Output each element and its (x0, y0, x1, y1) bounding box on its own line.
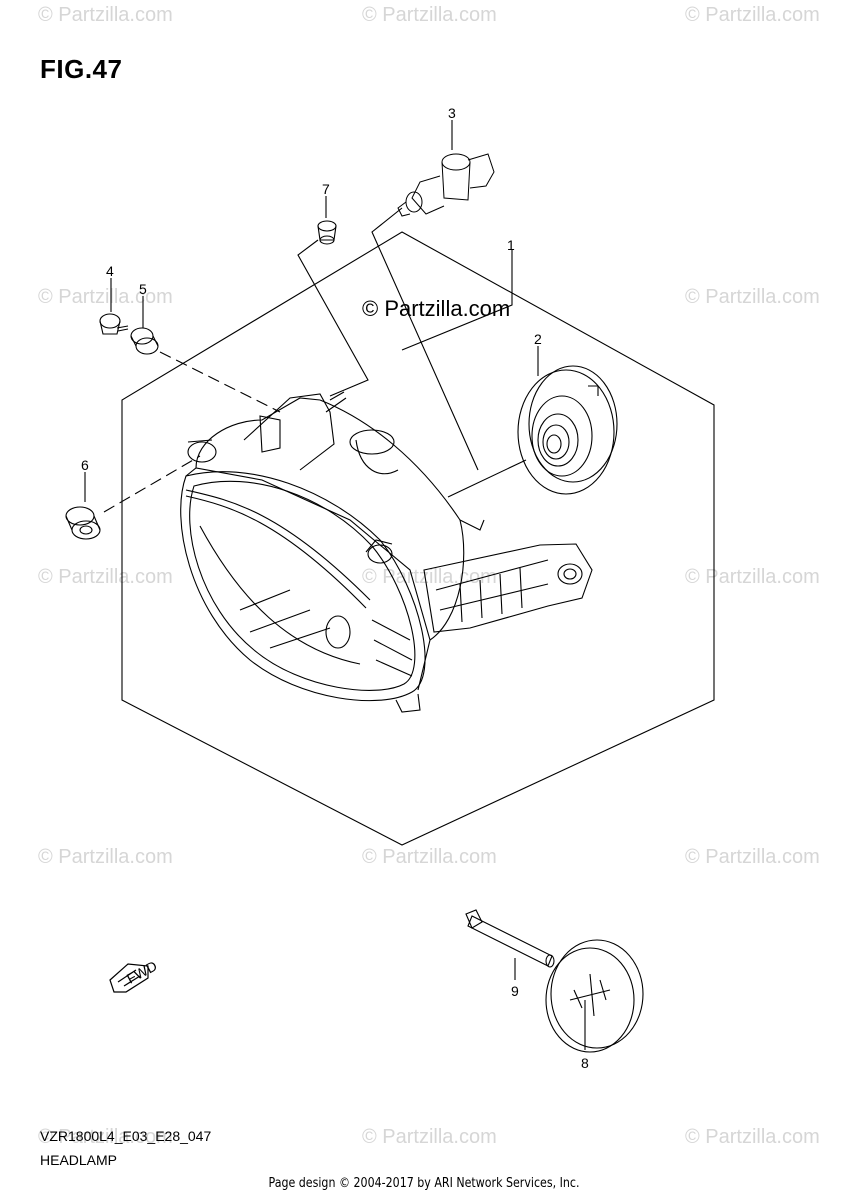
bolt-9 (465, 909, 555, 968)
section-title: HEADLAMP (40, 1152, 118, 1168)
assembly-line (297, 239, 369, 397)
watermark: © Partzilla.com (685, 286, 820, 308)
figure-code: VZR1800L4_E03_E28_047 (40, 1128, 212, 1144)
watermark-center: © Partzilla.com (362, 296, 511, 321)
assembly-outline (121, 231, 715, 846)
watermark: © Partzilla.com (38, 4, 173, 26)
callout-9: 9 (511, 983, 519, 999)
assembly-line (447, 459, 527, 498)
watermark: © Partzilla.com (362, 4, 497, 26)
callout-2: 2 (534, 331, 542, 347)
assembly-line (103, 455, 201, 513)
fwd-arrow-icon (109, 963, 149, 993)
cap-8 (545, 939, 644, 1053)
watermark: © Partzilla.com (362, 1126, 497, 1148)
watermark: © Partzilla.com (685, 4, 820, 26)
watermark: © Partzilla.com (685, 1126, 820, 1148)
callout-6: 6 (81, 457, 89, 473)
callout-8: 8 (581, 1055, 589, 1071)
watermark: © Partzilla.com (38, 1126, 173, 1148)
watermark: © Partzilla.com (38, 846, 173, 868)
figure-title: FIG.47 (40, 54, 123, 84)
page-footer: Page design © 2004-2017 by ARI Network S… (268, 1176, 580, 1191)
bulb (397, 153, 495, 217)
callout-7: 7 (322, 181, 330, 197)
watermark: © Partzilla.com (38, 286, 173, 308)
assembly-line (159, 351, 281, 413)
bracket (423, 543, 593, 633)
watermark: © Partzilla.com (685, 566, 820, 588)
leader-line (401, 250, 513, 351)
dust-cover (517, 365, 618, 495)
grommet-7 (317, 220, 337, 245)
callout-3: 3 (448, 105, 456, 121)
grommet-5 (130, 327, 159, 355)
callout-1: 1 (507, 237, 515, 253)
callout-4: 4 (106, 263, 114, 279)
assembly-line (371, 207, 479, 471)
callout-5: 5 (139, 281, 147, 297)
watermark: © Partzilla.com (38, 566, 173, 588)
grommet-6 (65, 506, 101, 540)
watermark: © Partzilla.com (362, 846, 497, 868)
headlamp-housing (180, 391, 485, 713)
watermark: © Partzilla.com (685, 846, 820, 868)
screw-4 (99, 313, 129, 335)
